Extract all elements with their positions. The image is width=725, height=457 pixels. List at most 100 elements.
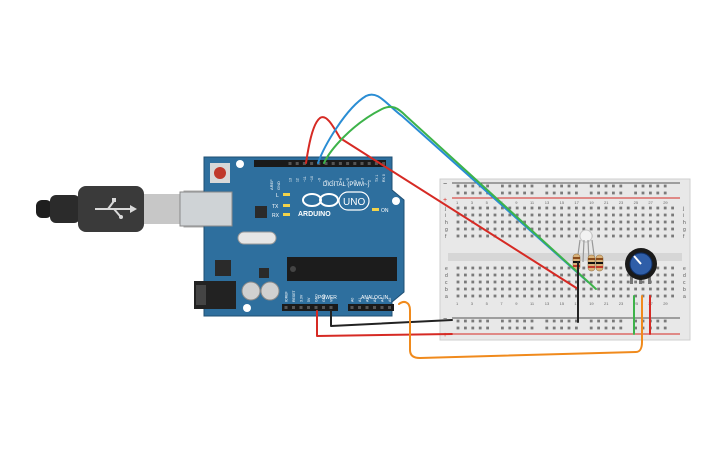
breadboard-hole[interactable] — [523, 227, 526, 231]
breadboard-hole[interactable] — [493, 266, 497, 270]
breadboard-hole[interactable] — [471, 280, 475, 284]
rail-hole[interactable] — [575, 184, 578, 188]
breadboard-hole[interactable] — [515, 220, 519, 224]
breadboard-hole[interactable] — [530, 206, 534, 210]
breadboard-hole[interactable] — [486, 273, 489, 277]
rail-hole[interactable] — [501, 191, 504, 195]
breadboard-hole[interactable] — [575, 280, 578, 284]
rail-hole[interactable] — [663, 184, 667, 188]
header-pin[interactable] — [373, 306, 376, 309]
rail-hole[interactable] — [486, 326, 489, 330]
breadboard-hole[interactable] — [597, 234, 600, 238]
rail-hole[interactable] — [567, 326, 571, 330]
rail-hole[interactable] — [575, 326, 578, 330]
header-pin[interactable] — [310, 162, 314, 165]
breadboard-hole[interactable] — [671, 213, 674, 217]
breadboard-hole[interactable] — [493, 280, 497, 284]
rail-hole[interactable] — [634, 326, 637, 330]
breadboard-hole[interactable] — [671, 280, 674, 284]
rail-hole[interactable] — [523, 319, 526, 323]
header-pin[interactable] — [367, 162, 371, 165]
reset-button-cap[interactable] — [214, 167, 226, 179]
breadboard-hole[interactable] — [619, 266, 623, 270]
breadboard-hole[interactable] — [626, 287, 630, 291]
rail-hole[interactable] — [464, 191, 467, 195]
breadboard-hole[interactable] — [486, 213, 489, 217]
breadboard-hole[interactable] — [619, 294, 623, 298]
breadboard-hole[interactable] — [641, 287, 645, 291]
breadboard-hole[interactable] — [612, 273, 615, 277]
rail-hole[interactable] — [560, 319, 563, 323]
header-pin[interactable] — [288, 162, 292, 165]
breadboard-hole[interactable] — [508, 220, 512, 224]
breadboard-hole[interactable] — [478, 234, 482, 238]
breadboard-hole[interactable] — [589, 213, 593, 217]
breadboard-hole[interactable] — [582, 287, 586, 291]
breadboard-hole[interactable] — [471, 287, 475, 291]
rail-hole[interactable] — [634, 191, 637, 195]
breadboard-hole[interactable] — [663, 287, 667, 291]
breadboard-hole[interactable] — [656, 294, 660, 298]
breadboard-hole[interactable] — [582, 227, 586, 231]
rail-hole[interactable] — [471, 191, 475, 195]
header-pin[interactable] — [331, 162, 335, 165]
breadboard-hole[interactable] — [560, 273, 563, 277]
breadboard-hole[interactable] — [612, 294, 615, 298]
rail-hole[interactable] — [523, 184, 526, 188]
header-pin[interactable] — [307, 306, 310, 309]
breadboard-hole[interactable] — [604, 220, 608, 224]
rail-hole[interactable] — [545, 184, 549, 188]
breadboard-hole[interactable] — [634, 294, 637, 298]
breadboard-hole[interactable] — [456, 294, 460, 298]
breadboard-hole[interactable] — [493, 273, 497, 277]
breadboard-hole[interactable] — [471, 213, 475, 217]
breadboard-hole[interactable] — [523, 280, 526, 284]
wire-red-5v[interactable] — [316, 310, 453, 337]
breadboard-hole[interactable] — [552, 220, 556, 224]
rail-hole[interactable] — [471, 184, 475, 188]
breadboard-hole[interactable] — [523, 273, 526, 277]
breadboard-hole[interactable] — [552, 266, 556, 270]
breadboard-hole[interactable] — [626, 294, 630, 298]
rail-hole[interactable] — [589, 319, 593, 323]
rail-hole[interactable] — [501, 326, 504, 330]
rail-hole[interactable] — [523, 191, 526, 195]
header-pin[interactable] — [322, 306, 325, 309]
header-pin[interactable] — [360, 162, 364, 165]
breadboard-hole[interactable] — [552, 294, 556, 298]
breadboard-hole[interactable] — [612, 280, 615, 284]
breadboard-hole[interactable] — [486, 227, 489, 231]
breadboard-hole[interactable] — [464, 280, 467, 284]
breadboard-hole[interactable] — [619, 206, 623, 210]
breadboard-hole[interactable] — [612, 234, 615, 238]
breadboard-hole[interactable] — [604, 294, 608, 298]
rail-hole[interactable] — [649, 184, 652, 188]
rail-hole[interactable] — [515, 319, 519, 323]
breadboard-hole[interactable] — [508, 280, 512, 284]
arduino-board[interactable]: L TX RX ON DIGITAL (PWM~) POWER ANALOG I… — [179, 156, 405, 317]
rail-hole[interactable] — [508, 184, 512, 188]
breadboard-hole[interactable] — [656, 273, 660, 277]
rail-hole[interactable] — [597, 326, 600, 330]
breadboard-hole[interactable] — [471, 266, 475, 270]
rail-hole[interactable] — [560, 326, 563, 330]
breadboard-hole[interactable] — [589, 280, 593, 284]
breadboard-hole[interactable] — [641, 280, 645, 284]
breadboard-hole[interactable] — [456, 220, 460, 224]
breadboard-hole[interactable] — [626, 234, 630, 238]
wire-green-signal[interactable] — [323, 105, 597, 290]
breadboard-hole[interactable] — [582, 213, 586, 217]
rail-hole[interactable] — [464, 326, 467, 330]
breadboard-hole[interactable] — [649, 234, 652, 238]
breadboard-hole[interactable] — [515, 206, 519, 210]
breadboard-hole[interactable] — [530, 273, 534, 277]
header-pin[interactable] — [350, 306, 354, 309]
breadboard-hole[interactable] — [464, 287, 467, 291]
breadboard-hole[interactable] — [538, 266, 541, 270]
rail-hole[interactable] — [589, 191, 593, 195]
breadboard-hole[interactable] — [464, 294, 467, 298]
breadboard-hole[interactable] — [604, 234, 608, 238]
breadboard-hole[interactable] — [501, 213, 504, 217]
breadboard-hole[interactable] — [575, 227, 578, 231]
breadboard-hole[interactable] — [508, 266, 512, 270]
